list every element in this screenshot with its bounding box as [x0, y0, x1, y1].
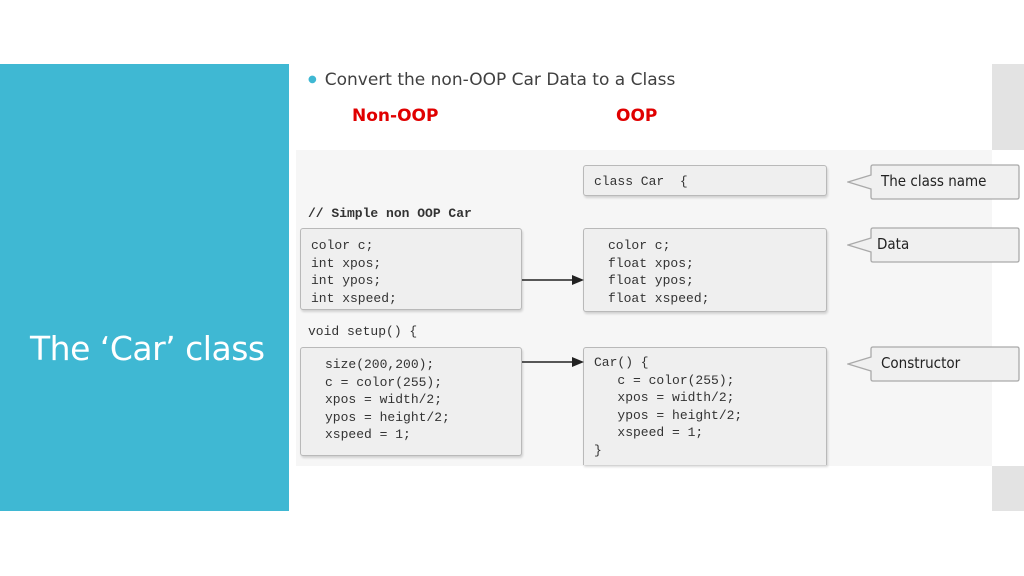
arrow-right-icon — [522, 275, 584, 285]
non-oop-data-box: color c; int xpos; int ypos; int xspeed; — [300, 228, 522, 310]
title-panel: The ‘Car’ class — [0, 64, 289, 511]
code-line: float xpos; — [608, 255, 694, 271]
oop-data-lines: color c; float xpos; float ypos; float xspe… — [608, 237, 816, 307]
oop-data-box: color c; float xpos; float ypos; float xspe… — [583, 228, 827, 312]
code-line: ypos = height/2; — [325, 409, 450, 425]
non-oop-data-lines: color c; int xpos; int ypos; int xspeed; — [311, 237, 511, 307]
code-line: c = color(255); — [325, 374, 443, 390]
code-line: xpos = width/2; — [325, 392, 443, 407]
callout-constructor: Constructor — [881, 354, 961, 372]
code-line: color c; — [311, 238, 374, 253]
constructor-box: Car() { c = color(255); xpos = width/2; … — [583, 347, 827, 465]
code-line: int xspeed; — [311, 290, 397, 306]
code-line: xpos = width/2; — [594, 390, 735, 405]
code-line: color c; — [608, 238, 671, 253]
header-non-oop: Non-OOP — [352, 106, 439, 126]
code-line: float xspeed; — [608, 290, 710, 306]
code-line: xspeed = 1; — [325, 427, 411, 442]
decorative-block-bottom — [992, 466, 1024, 511]
code-line: float ypos; — [608, 273, 694, 288]
callout-bubble-icon — [847, 164, 1020, 200]
code-comment: // Simple non OOP Car — [308, 206, 472, 221]
code-line: c = color(255); — [594, 372, 735, 388]
callout-bubble-icon — [847, 346, 1020, 382]
decorative-block-top — [992, 64, 1024, 150]
code-line: } — [594, 442, 602, 458]
code-line: int ypos; — [311, 273, 382, 288]
header-oop: OOP — [616, 106, 658, 126]
non-oop-setup-box: size(200,200); c = color(255); xpos = widt… — [300, 347, 522, 456]
non-oop-setup-lines: size(200,200); c = color(255); xpos = widt… — [325, 356, 511, 444]
bullet-text: Convert the non-OOP Car Data to a Class — [324, 70, 676, 90]
bullet-dot-icon: ● — [308, 74, 317, 85]
class-declaration-box: class Car { — [583, 165, 827, 196]
constructor-lines: Car() { c = color(255); xpos = width/2; … — [594, 354, 816, 459]
bullet-point: ● Convert the non-OOP Car Data to a Class — [308, 70, 675, 90]
callout-data: Data — [877, 235, 910, 253]
code-line: Car() { — [594, 355, 649, 370]
code-line: int xpos; — [311, 255, 382, 271]
code-line: xspeed = 1; — [594, 425, 704, 440]
slide-title: The ‘Car’ class — [30, 329, 265, 368]
setup-line: void setup() { — [308, 324, 418, 339]
code-line: ypos = height/2; — [594, 407, 743, 423]
callout-class-name: The class name — [881, 172, 987, 190]
arrow-right-icon — [522, 357, 584, 367]
callout-bubble-icon — [847, 227, 1020, 263]
code-comparison-figure: // Simple non OOP Car color c; int xpos; i… — [296, 150, 1020, 466]
code-line: size(200,200); — [325, 357, 435, 372]
class-line: class Car { — [594, 174, 688, 189]
